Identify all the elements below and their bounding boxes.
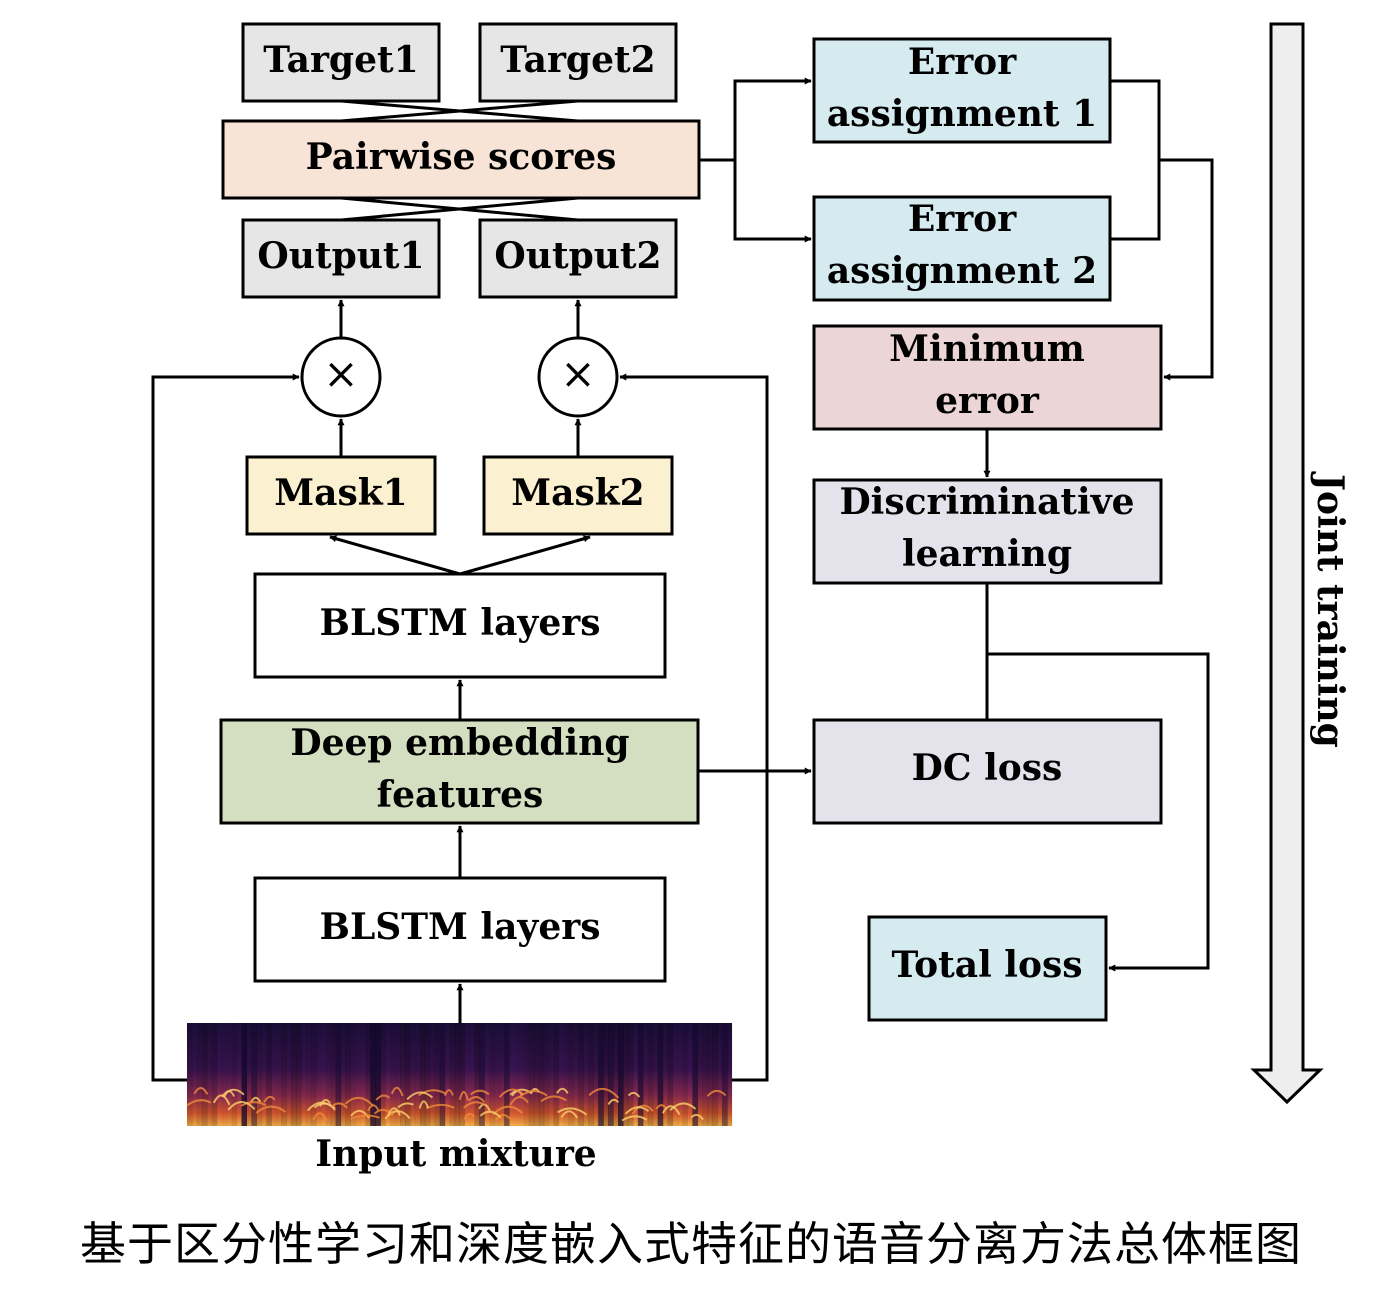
target2-label: Target2 — [500, 39, 655, 81]
multiply2-circle — [537, 336, 619, 418]
blstm-lower-label: BLSTM layers — [320, 906, 601, 948]
blstm-lower-box — [253, 876, 667, 983]
arrow-blstm-to-mask2 — [459, 535, 591, 576]
error-assignment2-label-line2: assignment 2 — [827, 250, 1097, 292]
error-assignment1-box — [812, 37, 1112, 144]
multiply2-symbol: × — [560, 349, 595, 398]
mask1-label: Mask1 — [274, 472, 407, 514]
input-mixture-label: Input mixture — [315, 1133, 596, 1175]
dc-loss-box — [812, 718, 1163, 825]
output2-box — [478, 218, 678, 299]
blstm-upper-label: BLSTM layers — [320, 602, 601, 644]
error-assignment1-label-line1: Error — [908, 41, 1017, 83]
output1-box — [241, 218, 441, 299]
minimum-error-box — [812, 324, 1163, 431]
target2-box — [478, 22, 678, 103]
total-loss-label: Total loss — [891, 944, 1082, 986]
deep-embedding-label-line2: features — [377, 774, 544, 816]
diagram-canvas: Target1 Target2 Pairwise scores Output1 … — [151, 22, 1351, 1175]
output2-label: Output2 — [494, 235, 661, 277]
error-assignment2-label-line1: Error — [908, 198, 1017, 240]
arrow-to-error2 — [733, 160, 812, 243]
arrow-errors-to-minimum — [1159, 158, 1214, 381]
cross-line-bottom-b — [340, 196, 579, 222]
error-assignment2-box — [812, 195, 1112, 302]
output1-label: Output1 — [257, 235, 424, 277]
error-assignment1-label-line2: assignment 1 — [827, 93, 1097, 135]
mask2-label: Mask2 — [511, 472, 644, 514]
multiply1-circle — [300, 336, 382, 418]
joint-training-label: Joint training — [1309, 471, 1351, 748]
arrow-to-error1 — [733, 77, 812, 160]
discriminative-learning-label-line1: Discriminative — [839, 481, 1134, 523]
arrow-blstm-to-mask1 — [329, 535, 461, 576]
multiply1-symbol: × — [323, 349, 358, 398]
pairwise-scores-box — [221, 119, 701, 200]
target1-label: Target1 — [263, 39, 418, 81]
minimum-error-label-line2: error — [935, 380, 1040, 422]
figure-caption: 基于区分性学习和深度嵌入式特征的语音分离方法总体框图 — [80, 1217, 1302, 1271]
discriminative-learning-label-line2: learning — [902, 533, 1072, 575]
skip-line-right — [619, 373, 769, 1082]
mask1-box — [245, 455, 437, 536]
mask2-box — [482, 455, 674, 536]
minimum-error-label-line1: Minimum — [889, 328, 1085, 370]
deep-embedding-label-line1: Deep embedding — [290, 722, 629, 764]
arrow-to-total-loss — [987, 652, 1210, 972]
target1-box — [241, 22, 441, 103]
total-loss-box — [867, 915, 1108, 1022]
skip-line-left — [151, 373, 300, 1082]
deep-embedding-box — [219, 718, 700, 825]
line-error1-merge — [1110, 79, 1161, 241]
joint-training-arrow — [1250, 22, 1324, 1105]
pairwise-scores-label: Pairwise scores — [306, 136, 617, 178]
cross-line-top-b — [340, 99, 579, 123]
dc-loss-label: DC loss — [912, 747, 1063, 789]
input-spectrogram — [186, 1023, 733, 1126]
blstm-upper-box — [253, 572, 667, 679]
